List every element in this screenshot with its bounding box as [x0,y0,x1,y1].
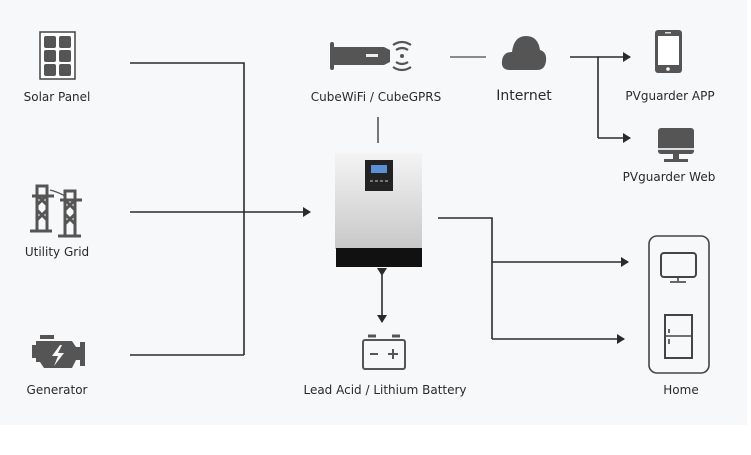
wifi-dongle-icon [330,40,412,72]
smartphone-icon [655,30,682,73]
utility-grid-label: Utility Grid [24,245,90,259]
power-tower-icon [30,184,82,238]
home-label: Home [663,383,699,397]
pvguarder-app-label: PVguarder APP [625,89,715,103]
internet-label: Internet [496,88,552,104]
internet-line [570,56,599,138]
inverter-output-line [438,217,493,339]
engine-icon [32,335,85,368]
solar-panel-icon [39,31,76,80]
house-appliances-icon [648,235,710,374]
solar-panel-label: Solar Panel [23,90,91,104]
solar-line [130,62,245,355]
pvguarder-web-label: PVguarder Web [622,170,716,184]
battery-icon [362,334,406,370]
battery-label: Lead Acid / Lithium Battery [303,383,467,397]
monitor-icon [658,128,694,162]
inverter-icon [335,153,422,267]
generator-label: Generator [26,383,88,397]
cube-label: CubeWiFi / CubeGPRS [310,90,442,104]
cloud-icon [501,36,547,70]
